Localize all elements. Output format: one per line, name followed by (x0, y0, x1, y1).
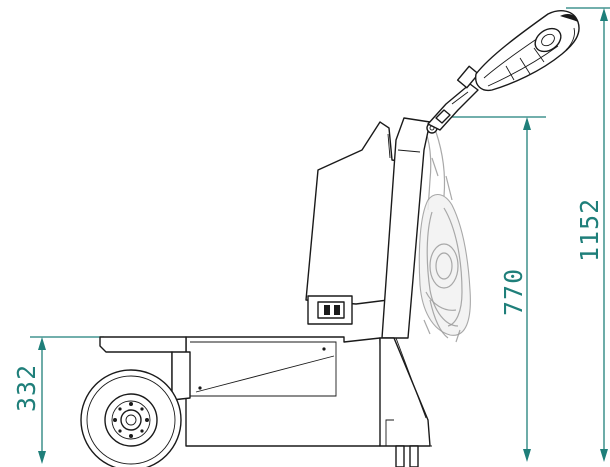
arrow-top (38, 337, 46, 350)
handle-lowered-position (418, 127, 471, 343)
dimension-chassis-height: 332 (12, 336, 104, 464)
rear-wheels (380, 445, 432, 467)
arrow-top (523, 117, 531, 130)
dimension-handle-height: 770 (447, 116, 546, 462)
arrow-bottom (600, 449, 608, 462)
dimension-overall-height: 1152 (566, 7, 610, 462)
dimension-label-332: 332 (12, 364, 41, 412)
dimension-label-1152: 1152 (575, 198, 604, 262)
arrow-top (600, 8, 608, 21)
handle-arm (427, 65, 480, 131)
wheel-fork (99, 336, 191, 401)
arrow-bottom (523, 449, 531, 462)
front-wheel (80, 369, 182, 467)
dimension-label-770: 770 (499, 268, 528, 316)
connector-block (307, 295, 353, 325)
tiller-head (475, 10, 580, 92)
chassis-body (185, 336, 431, 447)
arrow-bottom (38, 451, 46, 464)
